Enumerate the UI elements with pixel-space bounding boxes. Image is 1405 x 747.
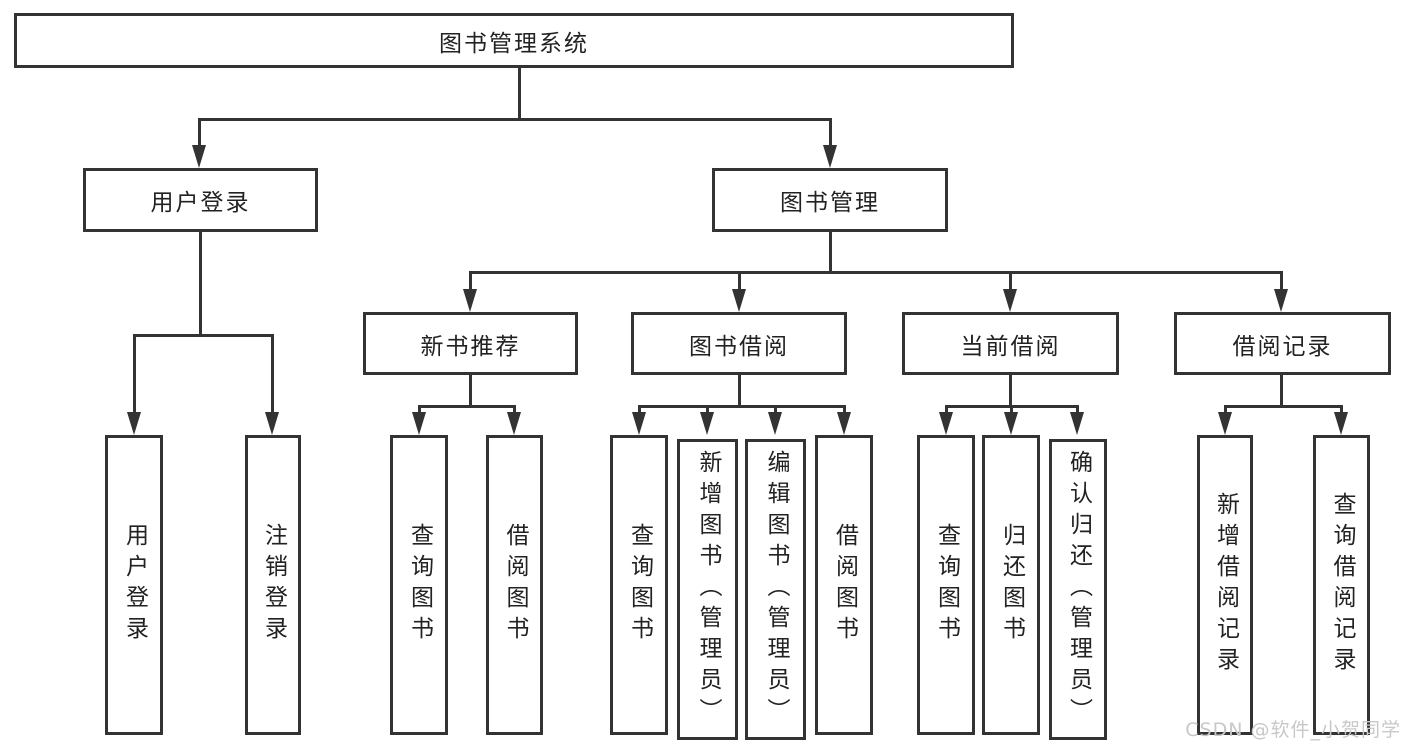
connector-to-book-borrow [738,271,741,291]
arrowhead-edit-book [768,412,782,435]
connector-new-book-stem [469,373,472,408]
connector-to-current-borrow [1009,271,1012,291]
arrowhead-add-book [700,412,714,435]
arrowhead-borrow-books-1 [507,412,521,435]
arrowhead-query-books-1 [412,412,426,435]
arrowhead-user-login [192,145,206,168]
node-confirm-return-admin: 确认归还（管理员） [1049,439,1107,740]
arrowhead-book-borrow [732,289,746,312]
arrowhead-new-book [463,289,477,312]
connector-to-logout [271,334,274,414]
connector-to-book-mgmt [829,118,832,148]
node-query-books-borrow: 查询图书 [610,435,668,735]
connector-user-login-stem [199,232,202,337]
node-borrow-books-recommend: 借阅图书 [486,435,543,735]
node-query-books-current: 查询图书 [917,435,975,735]
node-label: 新书推荐 [420,333,521,360]
node-label: 确认归还（管理员） [1065,450,1092,729]
node-edit-book-admin: 编辑图书（管理员） [745,439,806,740]
connector-to-borrow-books-2 [843,405,846,416]
node-label: 新增图书（管理员） [695,450,721,729]
arrowhead-add-record [1218,412,1232,435]
connector-to-return-books [1010,405,1013,416]
connector-to-edit-book [774,405,777,416]
arrowhead-login [127,412,141,435]
node-label: 图书管理系统 [439,30,589,57]
node-label: 借阅记录 [1232,333,1333,360]
node-book-mgmt: 图书管理 [712,168,948,232]
connector-to-query-books-2 [638,405,641,416]
connector-to-new-book [469,271,472,291]
node-book-borrow: 图书借阅 [631,312,847,375]
node-logout: 注销登录 [245,435,301,735]
connector-user-login-branch [133,334,274,337]
connector-to-borrow-records [1280,271,1283,291]
node-label: 用户登录 [150,190,251,216]
node-label: 新增借阅记录 [1212,492,1239,678]
node-label: 注销登录 [260,523,287,647]
arrowhead-borrow-books-2 [837,412,851,435]
arrowhead-logout [265,412,279,435]
connector-root-stem [518,66,521,120]
node-return-books: 归还图书 [982,435,1040,735]
node-label: 当前借阅 [960,333,1061,360]
node-new-book-recommend: 新书推荐 [363,312,578,375]
connector-current-borrow-stem [1009,373,1012,408]
connector-to-query-record [1340,405,1343,416]
arrowhead-query-books-3 [939,412,953,435]
csdn-watermark: CSDN @软件_小贺同学 [1185,719,1401,741]
node-query-books-recommend: 查询图书 [390,435,448,735]
arrowhead-query-record [1334,412,1348,435]
node-label: 归还图书 [998,523,1025,647]
connector-to-login [133,334,136,414]
connector-book-mgmt-branch [469,271,1283,274]
node-root: 图书管理系统 [14,13,1014,68]
node-borrow-books: 借阅图书 [815,435,873,735]
arrowhead-query-books-2 [632,412,646,435]
connector-book-borrow-branch [638,405,845,408]
node-add-borrow-record: 新增借阅记录 [1197,435,1253,735]
node-label: 用户登录 [121,523,148,647]
node-label: 查询图书 [933,523,960,647]
connector-new-book-branch [418,405,516,408]
connector-to-user-login [198,118,201,148]
connector-book-mgmt-stem [829,232,832,274]
arrowhead-current-borrow [1003,289,1017,312]
connector-to-add-record [1224,405,1227,416]
node-label: 借阅图书 [502,523,528,647]
node-label: 图书管理 [780,190,880,216]
node-user-login: 用户登录 [83,168,318,232]
connector-root-branch [198,118,832,121]
arrowhead-confirm-return [1070,412,1084,435]
connector-book-borrow-stem [738,373,741,408]
connector-to-add-book [706,405,709,416]
connector-borrow-records-stem [1280,373,1283,408]
node-label: 借阅图书 [831,523,858,647]
node-label: 编辑图书（管理员） [763,450,789,729]
node-add-book-admin: 新增图书（管理员） [677,439,738,740]
arrowhead-book-mgmt [823,145,837,168]
connector-to-confirm-return [1076,405,1079,416]
node-label: 查询图书 [626,523,653,647]
node-label: 查询图书 [406,523,433,647]
node-borrow-records: 借阅记录 [1174,312,1391,375]
arrowhead-return-books [1004,412,1018,435]
node-login: 用户登录 [105,435,163,735]
connector-borrow-records-branch [1224,405,1343,408]
node-label: 查询借阅记录 [1329,492,1355,678]
arrowhead-borrow-records [1274,289,1288,312]
connector-to-borrow-books-1 [513,405,516,416]
node-query-borrow-record: 查询借阅记录 [1313,435,1370,735]
node-label: 图书借阅 [689,333,789,360]
connector-to-query-books-1 [418,405,421,416]
connector-to-query-books-3 [945,405,948,416]
node-current-borrow: 当前借阅 [902,312,1119,375]
